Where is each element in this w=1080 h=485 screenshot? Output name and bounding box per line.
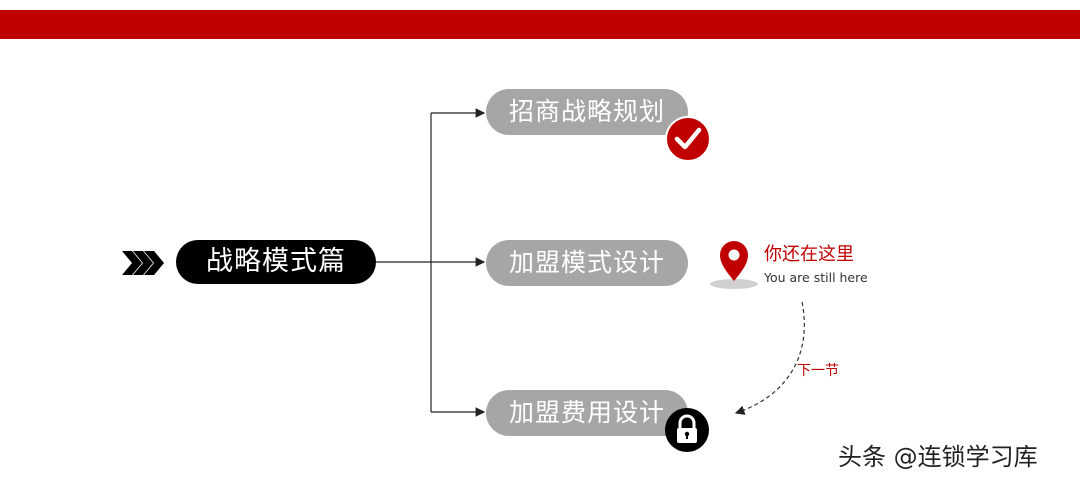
next-section-dashed-arrow (734, 301, 805, 415)
branch-pill-2[interactable]: 加盟模式设计 (486, 240, 688, 286)
location-pin-icon (710, 241, 758, 289)
source-watermark: 头条 @连锁学习库 (838, 443, 1038, 471)
current-position-subtitle: You are still here (764, 270, 868, 285)
lock-icon (665, 408, 709, 452)
top-accent-bar (0, 10, 1080, 39)
next-section-label: 下一节 (797, 363, 839, 379)
check-icon (665, 116, 711, 162)
branch-pill-1[interactable]: 招商战略规划 (486, 89, 688, 135)
root-topic-pill[interactable]: 战略模式篇 (176, 240, 376, 284)
branch-pill-3[interactable]: 加盟费用设计 (486, 390, 688, 436)
current-position-title: 你还在这里 (764, 244, 854, 265)
triple-chevron-right-icon (122, 251, 164, 275)
